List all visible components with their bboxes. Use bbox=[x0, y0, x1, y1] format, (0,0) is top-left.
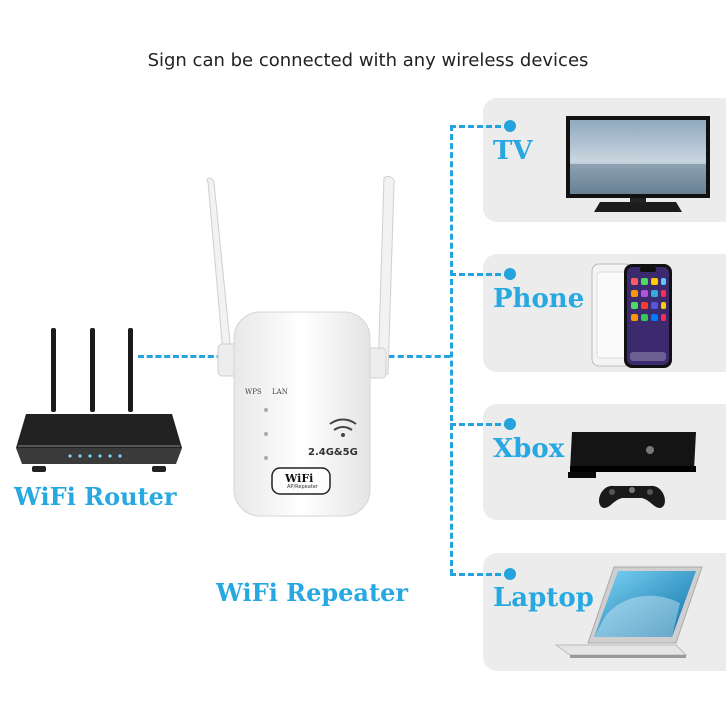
tv-icon bbox=[566, 116, 710, 212]
xbox-icon bbox=[568, 432, 696, 508]
branch-phone bbox=[450, 273, 510, 276]
laptop-icon bbox=[554, 566, 703, 658]
wifi-repeater-icon bbox=[206, 175, 395, 517]
repeater-badge-mode: AP/Repeater bbox=[287, 484, 318, 490]
branch-xbox bbox=[450, 423, 510, 426]
branch-laptop bbox=[450, 573, 510, 576]
connector-dot-tv bbox=[504, 120, 516, 132]
wifi-router-icon bbox=[16, 328, 182, 472]
repeater-band-label: 2.4G&5G bbox=[308, 447, 358, 458]
branch-tv bbox=[450, 125, 510, 128]
device-label-laptop: Laptop bbox=[493, 583, 594, 613]
device-label-tv: TV bbox=[493, 136, 533, 166]
router-to-repeater-link bbox=[138, 355, 240, 358]
headline: Sign can be connected with any wireless … bbox=[147, 50, 589, 71]
repeater-badge-wifi: WiFi bbox=[285, 472, 314, 485]
connection-bus bbox=[450, 125, 453, 575]
connector-dot-xbox bbox=[504, 418, 516, 430]
device-label-xbox: Xbox bbox=[493, 434, 565, 464]
router-label: WiFi Router bbox=[14, 482, 177, 511]
device-label-phone: Phone bbox=[493, 284, 585, 314]
repeater-label: WiFi Repeater bbox=[216, 578, 408, 607]
phone-icon bbox=[591, 263, 672, 368]
repeater-to-bus-link bbox=[370, 355, 450, 358]
connector-dot-laptop bbox=[504, 568, 516, 580]
connector-dot-phone bbox=[504, 268, 516, 280]
repeater-lan-label: LAN bbox=[272, 388, 288, 396]
repeater-wps-label: WPS bbox=[245, 388, 262, 396]
